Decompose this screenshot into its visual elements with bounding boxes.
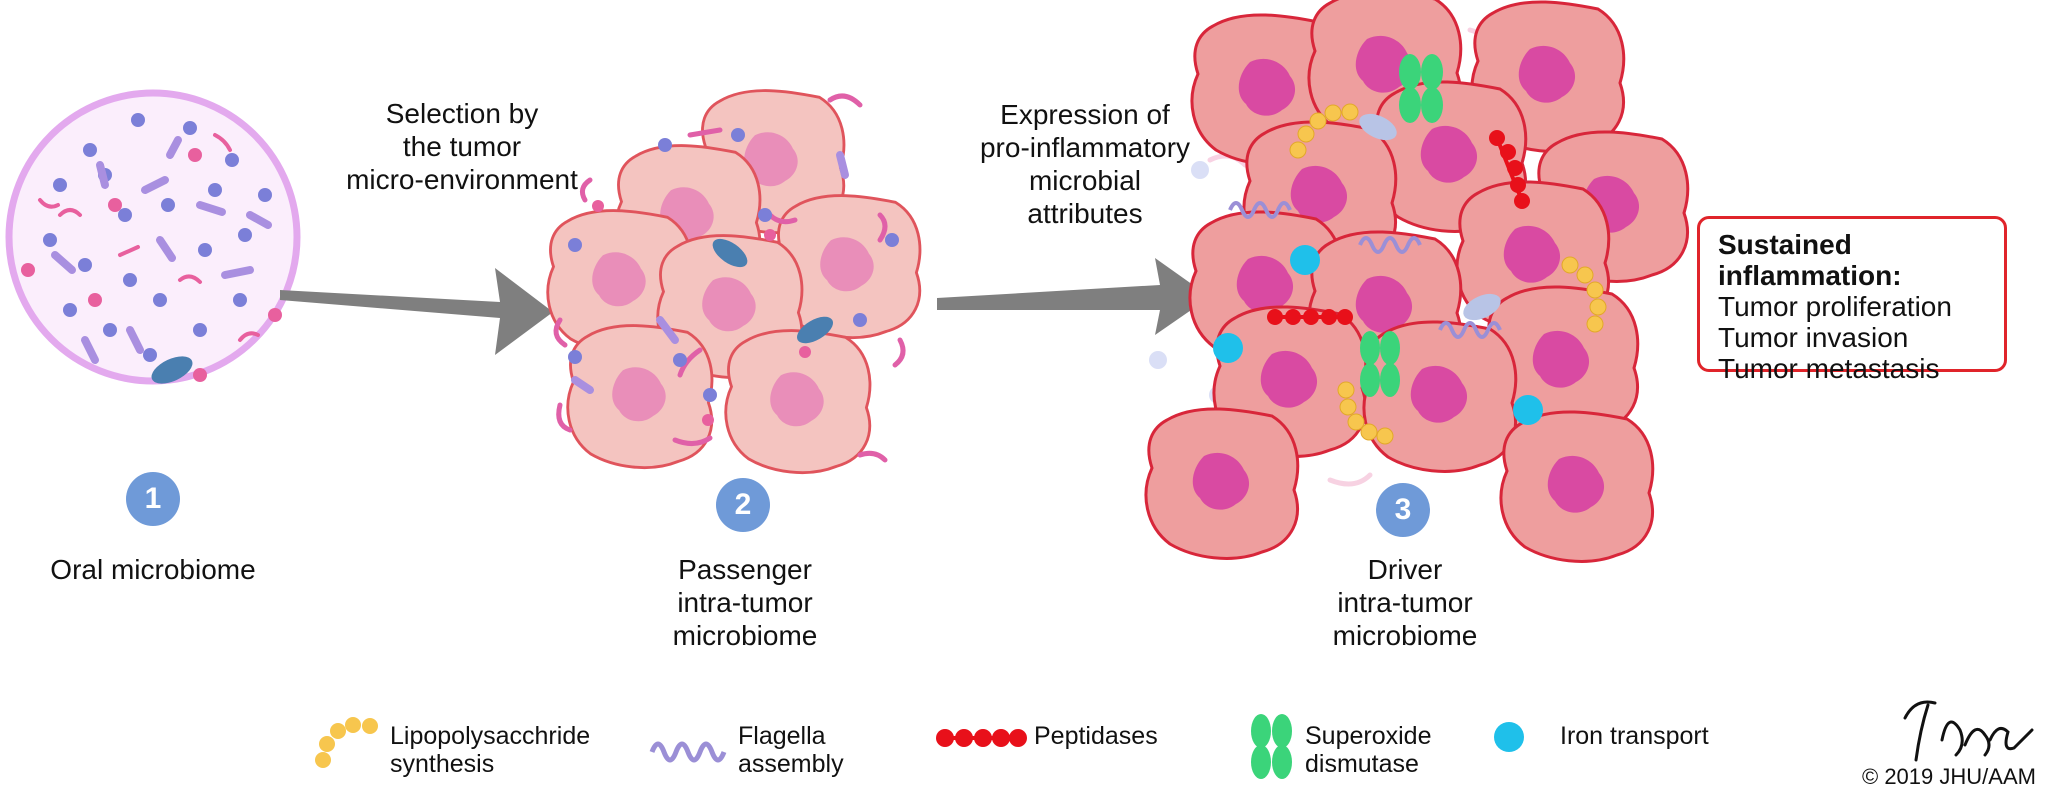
legend-peptidases-label: Peptidases [1034,722,1158,750]
label-line: attributes [1027,198,1143,229]
legend-lps-label: Lipopolysacchride synthesis [390,722,590,778]
label-line: intra-tumor [677,587,813,618]
expression-arrow [937,258,1210,335]
lps-chain-icon [315,717,378,768]
label-line: Expression of [1000,99,1170,130]
label-line: Oral microbiome [50,554,256,585]
label-line: Peptidases [1034,722,1158,750]
outcome-item: Tumor metastasis [1718,353,1940,384]
label-line: Superoxide [1305,722,1432,750]
label-line: the tumor [402,131,522,162]
oral-microbiome-circle [5,89,301,385]
peptidase-icon [936,729,1027,747]
outcome-item: Tumor proliferation [1718,291,1952,322]
passenger-tumor-cluster [546,89,922,475]
step-2-badge: 2 [716,478,770,532]
legend-iron-label: Iron transport [1560,722,1709,750]
label-line: microbiome [672,620,818,651]
legend-sod-label: Superoxide dismutase [1305,722,1431,778]
sustained-inflammation-box: Sustained inflammation: Tumor proliferat… [1697,216,2007,384]
label-line: Passenger [678,554,812,585]
label-line: synthesis [390,750,495,778]
label-line: Selection by [385,98,539,129]
copyright-credit: © 2019 JHU/AAM [1862,764,2036,789]
legend-flagella-label: Flagella assembly [738,722,844,778]
iron-transport-icon [1494,722,1524,752]
step-2-label: Passenger intra-tumor microbiome [620,553,870,652]
label-line: assembly [738,750,844,778]
selection-arrow [280,268,553,355]
label-line: microbiome [1332,620,1478,651]
label-line: pro-inflammatory [979,132,1191,163]
label-line: Driver [1367,554,1443,585]
outcome-item: Tumor invasion [1718,322,1909,353]
label-line: microbial [1028,165,1142,196]
selection-arrow-label: Selection by the tumor micro-environment [327,97,597,196]
step-3-badge: 3 [1376,483,1430,537]
artist-signature [1903,700,2034,762]
label-line: micro-environment [346,164,578,195]
driver-tumor-cluster [1144,0,1690,563]
label-line: Lipopolysacchride [390,722,591,750]
step-3-label: Driver intra-tumor microbiome [1280,553,1530,652]
label-line: Flagella [738,722,826,750]
superoxide-dismutase-icon [1251,714,1292,779]
label-line: Iron transport [1560,722,1709,750]
flagella-icon [649,741,727,763]
expression-arrow-label: Expression of pro-inflammatory microbial… [935,98,1235,230]
outcome-heading: Sustained inflammation: [1718,229,1902,291]
label-line: dismutase [1305,750,1419,778]
label-line: intra-tumor [1337,587,1473,618]
step-1-label: Oral microbiome [23,553,283,586]
step-1-badge: 1 [126,472,180,526]
